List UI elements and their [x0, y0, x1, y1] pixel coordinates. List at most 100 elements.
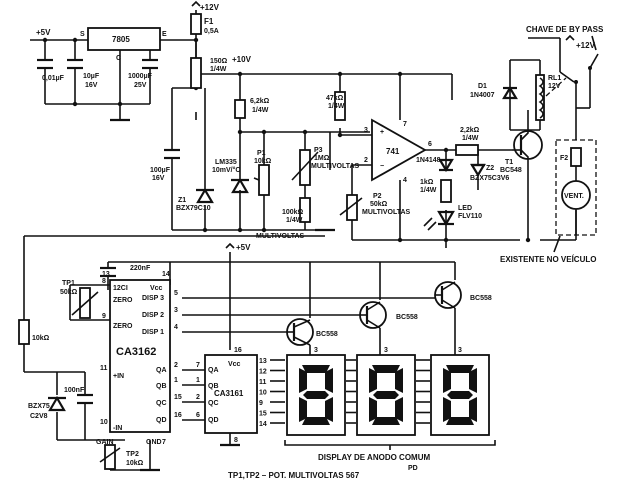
- ca3162-n10: 10: [100, 419, 108, 426]
- ca3162-n4: 4: [174, 324, 178, 331]
- ca3162-qa: QA: [156, 367, 167, 374]
- tp2-value: 10kΩ: [126, 460, 144, 467]
- resistor-47k: [334, 91, 346, 121]
- opamp-pin3: 3: [364, 127, 368, 134]
- segment-g: [373, 391, 399, 399]
- led-flv110: [423, 210, 455, 231]
- p2-name: P2: [373, 193, 382, 200]
- c2-value: 10µF: [83, 73, 100, 80]
- ca3161-n2: 2: [196, 394, 200, 401]
- r2k2-power: 1/4W: [462, 135, 479, 142]
- ic-ca3161: [204, 354, 258, 434]
- plus5v-bottom: +5V: [236, 243, 251, 252]
- relay-contact: [545, 71, 578, 97]
- t1-name: T1: [505, 159, 513, 166]
- ca3162-disp3: DISP 3: [142, 295, 164, 302]
- tp1-name: TP1: [62, 280, 75, 287]
- ca3161-qd: QD: [208, 417, 219, 424]
- t4-part: BC558: [470, 295, 492, 302]
- transistor-t4: [434, 281, 462, 309]
- bypass-switch: [588, 53, 599, 70]
- resistor-2k2: [455, 144, 479, 156]
- ca3161-name: CA3161: [214, 389, 244, 398]
- capacitor-c2: [67, 58, 83, 70]
- r6k2-power: 1/4W: [252, 107, 269, 114]
- led-name: LED: [458, 205, 472, 212]
- capacitor-c6: [77, 393, 93, 405]
- segment-f: [299, 368, 307, 393]
- capacitor-c1: [37, 58, 53, 70]
- ca3161-out-pin: 9: [259, 400, 263, 407]
- ca3161-n16: 16: [234, 347, 242, 354]
- opamp-pin2: 2: [364, 157, 368, 164]
- ca3161-n1: 1: [196, 377, 200, 384]
- c6-value: 100nF: [64, 387, 85, 394]
- c3-value: 1000µF: [128, 73, 153, 80]
- resistor-150: [190, 57, 202, 89]
- opamp-plus-sign: +: [380, 129, 384, 136]
- diode-d1: [502, 85, 518, 100]
- tp2-name: TP2: [126, 451, 139, 458]
- c4-value: 100µF: [150, 167, 171, 174]
- c4-volt: 16V: [152, 175, 165, 182]
- potentiometer-p3: [299, 149, 311, 186]
- ca3162-n1: 1: [174, 377, 178, 384]
- transistor-t3: [359, 301, 387, 329]
- ca3161-qa: QA: [208, 367, 219, 374]
- r2k2-value: 2,2kΩ: [460, 127, 480, 134]
- ca3162-zero2: ZERO: [113, 323, 133, 330]
- segment-d: [372, 417, 400, 425]
- c5-value: 220nF: [130, 265, 151, 272]
- ca3161-out-pin: 11: [259, 379, 267, 386]
- seven-seg-digit: [356, 354, 416, 436]
- segment-c: [469, 397, 477, 422]
- resistor-1k: [440, 179, 452, 203]
- ca3161-out-pin: 13: [259, 358, 267, 365]
- display-common-pin: 3: [314, 347, 318, 354]
- ca3162-n3: 3: [174, 307, 178, 314]
- ca3162-n13: 13: [102, 271, 110, 278]
- z2-name: Z2: [486, 165, 494, 172]
- c3-volt: 25V: [134, 82, 147, 89]
- ca3162-zero1: ZERO: [113, 297, 133, 304]
- ca3162-gnd: GND: [146, 439, 162, 446]
- segment-c: [395, 397, 403, 422]
- ca3162-in-pos: +IN: [113, 373, 124, 380]
- p2-type: MULTIVOLTAS: [362, 209, 411, 216]
- display-label: DISPLAY DE ANODO COMUM: [318, 453, 430, 462]
- tp1-value: 50kΩ: [60, 289, 78, 296]
- opamp-741: [371, 118, 427, 182]
- segment-c: [325, 397, 333, 422]
- ca3161-n7: 7: [196, 362, 200, 369]
- p2-value: 50kΩ: [370, 201, 388, 208]
- seven-seg-digit: [430, 354, 490, 436]
- bypass-label: CHAVE DE BY PASS: [526, 25, 604, 34]
- seven-seg-digit: [286, 354, 346, 436]
- diode-1n4148: [438, 158, 454, 173]
- d1-name: D1: [478, 83, 487, 90]
- resistor-6k2: [234, 99, 246, 119]
- ca3162-qb: QB: [156, 383, 167, 390]
- segment-e: [443, 397, 451, 422]
- segment-e: [369, 397, 377, 422]
- resistor-100k: [299, 197, 311, 223]
- segment-g: [303, 391, 329, 399]
- ic-ca3162: [109, 279, 171, 433]
- ca3161-qb: QB: [208, 383, 219, 390]
- ca3162-n9: 9: [102, 313, 106, 320]
- regulator-pin-e: E: [162, 31, 167, 38]
- regulator-pin-s: S: [80, 31, 85, 38]
- zener-z1: [196, 187, 214, 204]
- ca3162-qc: QC: [156, 400, 167, 407]
- ca3162-n8: 8: [102, 278, 106, 285]
- display-pd: PD: [408, 465, 418, 472]
- opamp-part: 741: [386, 147, 400, 156]
- display-common-pin: 3: [384, 347, 388, 354]
- transistor-t1: [512, 130, 543, 160]
- opamp-pin4: 4: [403, 177, 407, 184]
- r1k-power: 1/4W: [420, 187, 437, 194]
- segment-a: [446, 365, 474, 373]
- capacitor-c4: [164, 148, 180, 160]
- trimmer-tp2: [104, 444, 116, 470]
